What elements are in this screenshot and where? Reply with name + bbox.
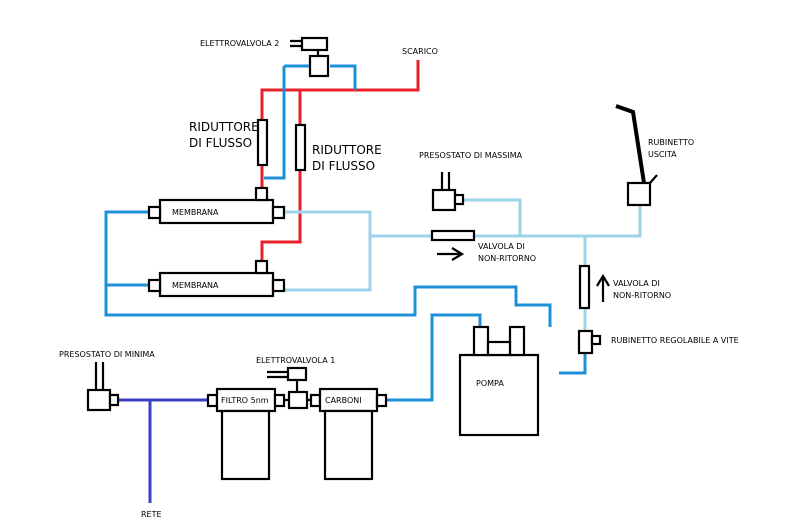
label-carboni: CARBONI (325, 396, 362, 405)
valvola-non-ritorno-2 (578, 264, 610, 310)
label-elettrovalvola-1: ELETTROVALVOLA 1 (256, 356, 335, 365)
label-membrana-top: MEMBRANA (172, 208, 219, 217)
valvola-non-ritorno-1 (430, 229, 476, 261)
membrana-top (147, 186, 286, 225)
pompa (458, 325, 540, 437)
presostato-minima (86, 362, 120, 412)
label-riduttore-1: RIDUTTORE DI FLUSSO (189, 120, 263, 150)
feed-pipe (104, 64, 587, 402)
elettrovalvola-1 (267, 366, 309, 410)
rubinetto-regolabile (577, 329, 602, 355)
label-pompa: POMPA (476, 379, 504, 388)
label-riduttore-2: RIDUTTORE DI FLUSSO (312, 143, 386, 173)
label-valvola-nr-1: VALVOLA DI NON-RITORNO (478, 242, 536, 263)
label-presostato-minima: PRESOSTATO DI MINIMA (59, 350, 155, 359)
elettrovalvola-2 (290, 36, 330, 78)
riduttore-flusso-1 (256, 118, 269, 167)
label-valvola-nr-2: VALVOLA DI NON-RITORNO (613, 279, 671, 300)
mains-pipe (118, 398, 208, 503)
label-rete: RETE (141, 510, 162, 519)
label-membrana-bottom: MEMBRANA (172, 281, 219, 290)
presostato-massima (431, 172, 465, 212)
carboni-filter (309, 387, 388, 481)
membrana-bottom (147, 259, 286, 298)
label-scarico: SCARICO (402, 47, 438, 56)
label-filtro: FILTRO 5nm (221, 396, 269, 405)
label-elettrovalvola-2: ELETTROVALVOLA 2 (200, 39, 279, 48)
label-presostato-massima: PRESOSTATO DI MASSIMA (419, 151, 523, 160)
filtro-5nm (206, 387, 286, 481)
rubinetto-uscita (615, 104, 658, 207)
label-rubinetto-regolabile: RUBINETTO REGOLABILE A VITE (611, 336, 739, 345)
riduttore-flusso-2 (294, 123, 307, 172)
label-rubinetto-uscita: RUBINETTO USCITA (648, 138, 697, 159)
